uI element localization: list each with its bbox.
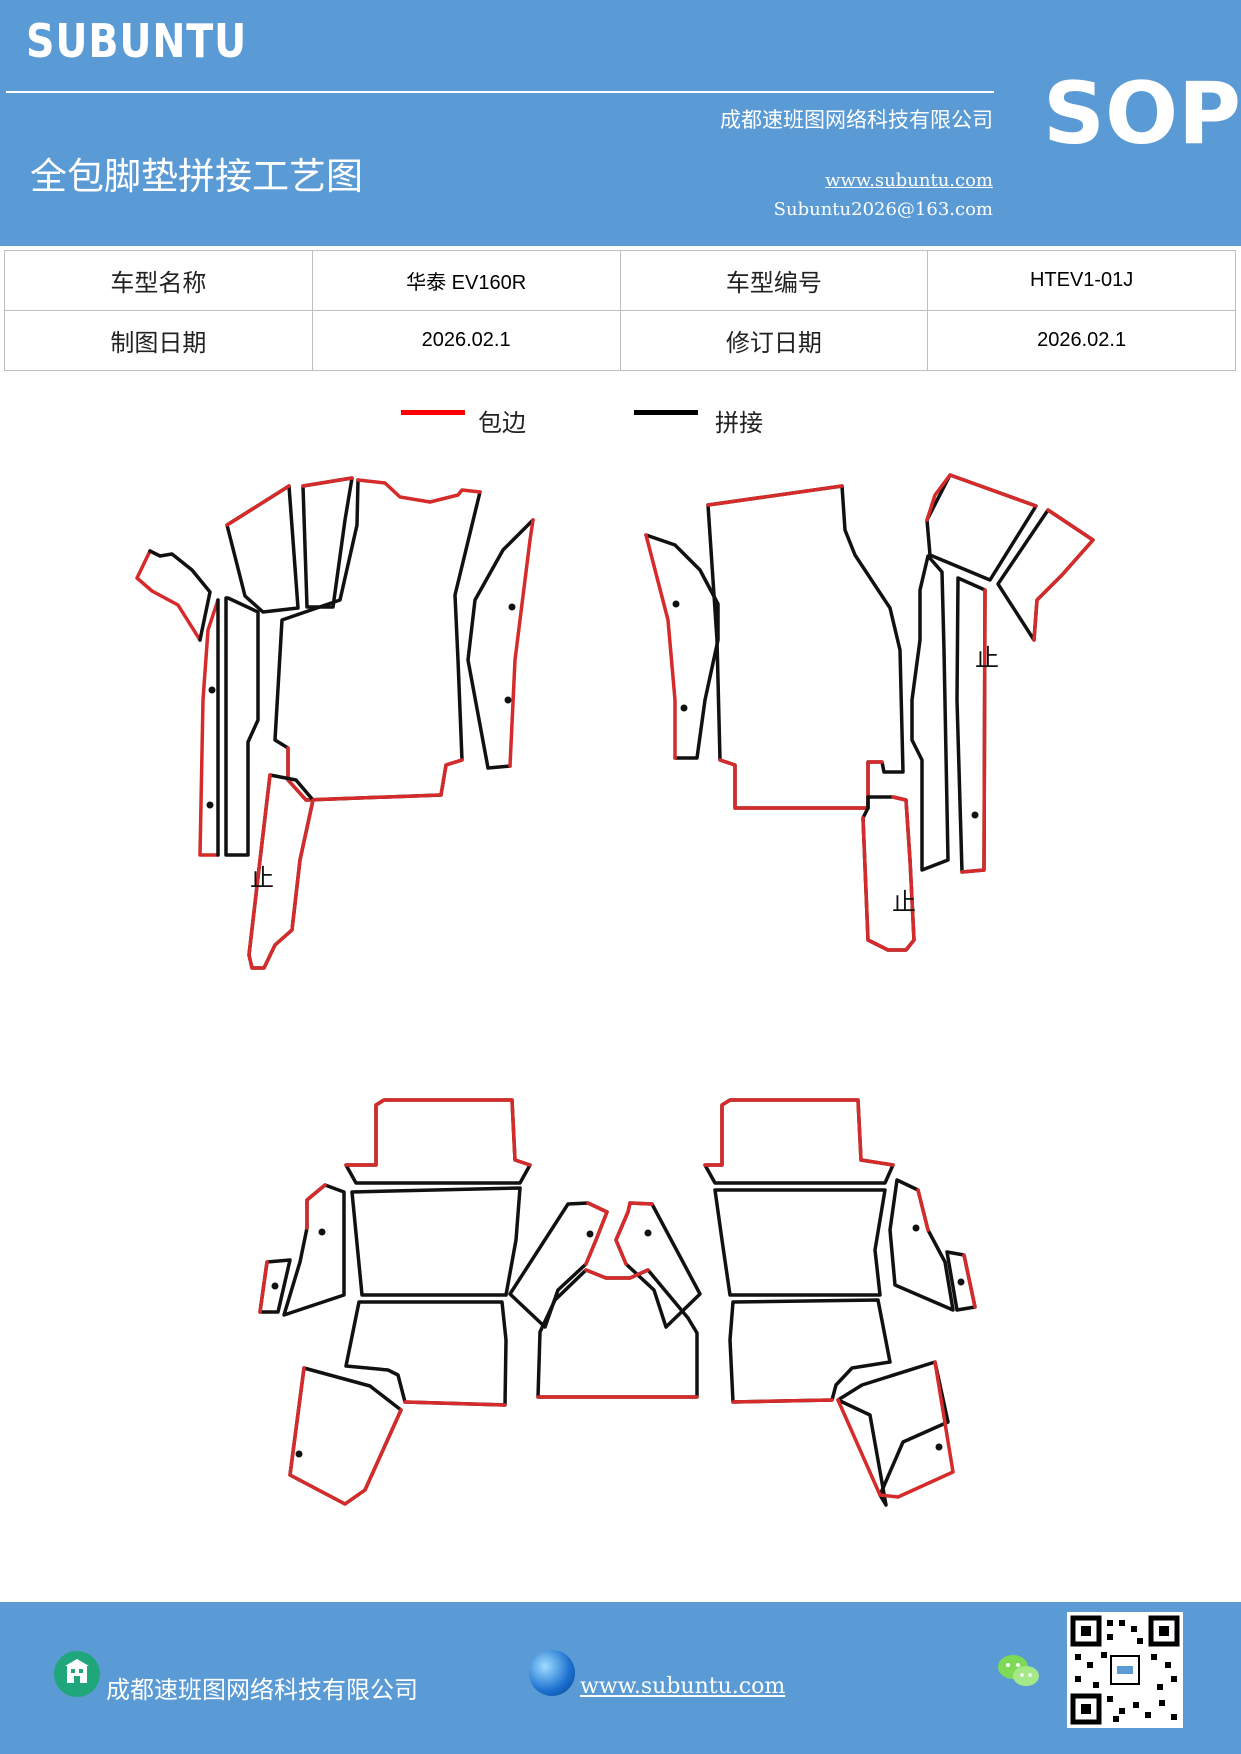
model-name-value: 华泰 EV160R: [311, 250, 621, 311]
revise-date-label: 修订日期: [619, 310, 929, 371]
table-row: 制图日期 2026.02.1 修订日期 2026.02.1: [4, 310, 1236, 371]
sop-badge: SOP: [1043, 64, 1241, 164]
model-name-label: 车型名称: [4, 250, 313, 311]
page-title: 全包脚垫拼接工艺图: [30, 155, 363, 198]
building-icon: [54, 1651, 100, 1697]
draw-date-value: 2026.02.1: [311, 310, 621, 371]
table-row: 车型名称 华泰 EV160R 车型编号 HTEV1-01J: [4, 250, 1236, 311]
rear-right-mat-group: [703, 1098, 977, 1507]
footer-company: 成都速班图网络科技有限公司: [106, 1676, 418, 1704]
front-right-mat-group: 止 止: [644, 473, 1095, 952]
revise-date-value: 2026.02.1: [927, 310, 1236, 371]
header-website-link[interactable]: www.subuntu.com: [825, 170, 993, 191]
rear-left-mat-group: [258, 1098, 532, 1506]
draw-date-label: 制图日期: [4, 310, 313, 371]
floor-mat-diagram: 止 止 止: [135, 473, 1095, 1507]
legend-edge-swatch: [401, 410, 465, 415]
legend-seam-swatch: [634, 410, 698, 415]
footer-website-link[interactable]: www.subuntu.com: [580, 1674, 786, 1699]
stop-mark: 止: [975, 644, 999, 672]
wechat-icon[interactable]: [996, 1651, 1042, 1691]
brand-logo: SUBUNTU: [26, 14, 248, 68]
qr-code[interactable]: [1067, 1612, 1183, 1728]
front-left-mat-group: 止: [135, 476, 535, 970]
stop-mark: 止: [250, 864, 274, 892]
header-company: 成都速班图网络科技有限公司: [720, 108, 993, 132]
info-table: 车型名称 华泰 EV160R 车型编号 HTEV1-01J 制图日期 2026.…: [4, 250, 1236, 371]
header-divider: [6, 91, 994, 93]
stop-mark: 止: [892, 888, 916, 916]
legend-seam-label: 拼接: [715, 409, 763, 437]
globe-icon: [529, 1650, 575, 1696]
header-email: Subuntu2026@163.com: [773, 199, 993, 220]
legend-edge-label: 包边: [478, 409, 526, 437]
header-banner: [0, 0, 1241, 246]
rear-center-mat-group: [508, 1201, 702, 1399]
model-code-value: HTEV1-01J: [927, 250, 1236, 311]
model-code-label: 车型编号: [619, 250, 929, 311]
